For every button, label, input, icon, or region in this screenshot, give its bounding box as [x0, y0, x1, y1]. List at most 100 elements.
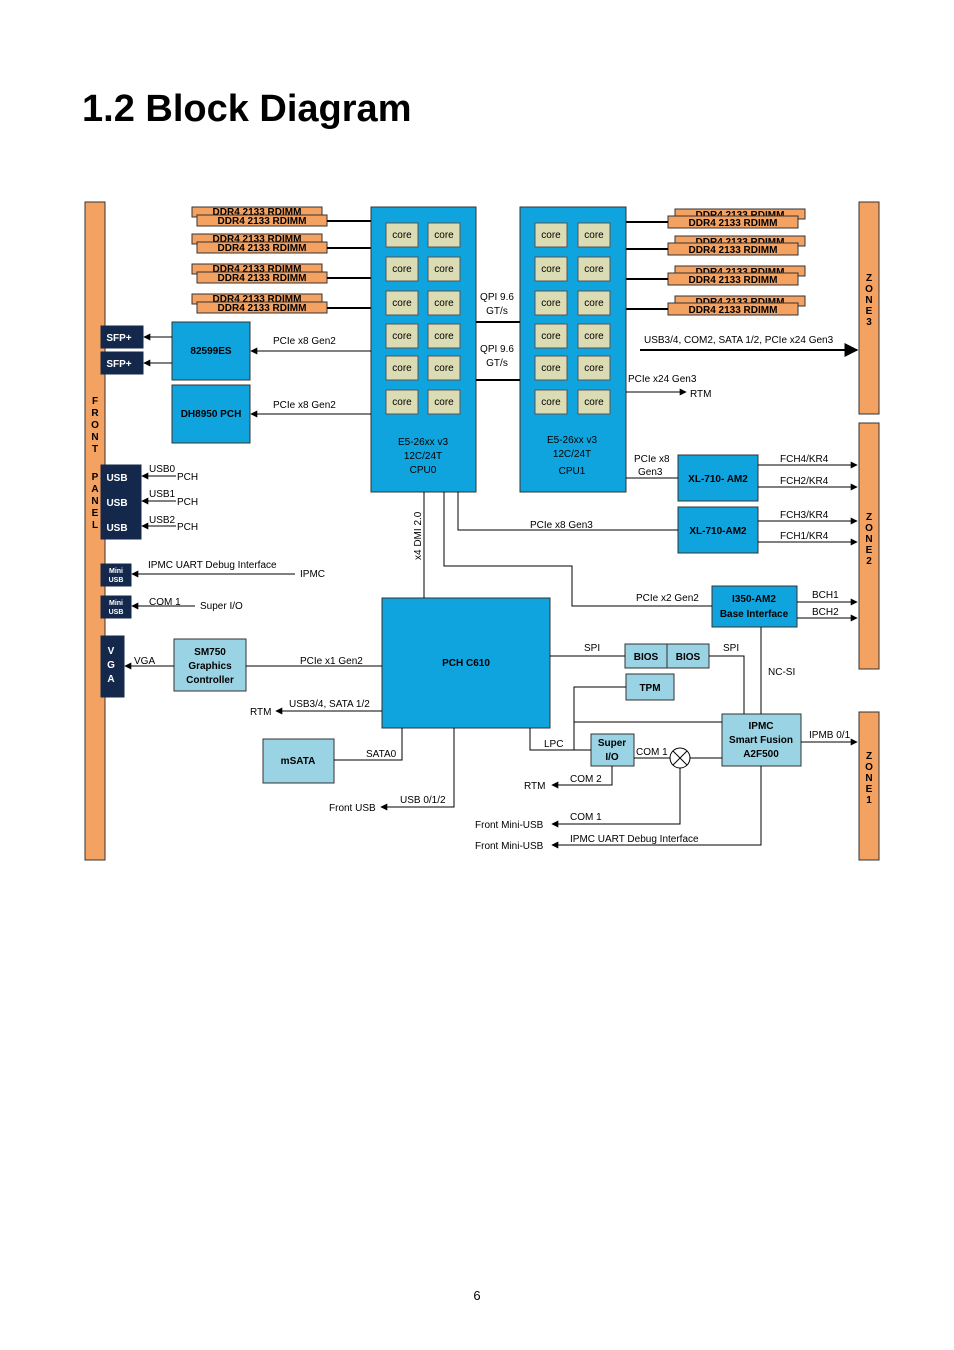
svg-text:XL-710-AM2: XL-710-AM2	[689, 526, 747, 537]
svg-text:Mini: Mini	[109, 600, 123, 607]
dimm-group-cpu1: DDR4 2133 RDIMM DDR4 2133 RDIMM DDR4 213…	[626, 208, 806, 316]
svg-text:DDR4 2133 RDIMM: DDR4 2133 RDIMM	[218, 216, 307, 227]
svg-text:core: core	[434, 230, 454, 241]
pch-c610: PCH C610	[381, 597, 551, 729]
svg-text:core: core	[392, 264, 412, 275]
svg-text:core: core	[434, 298, 454, 309]
qpi-links: QPI 9.6 GT/s QPI 9.6 GT/s	[476, 292, 520, 381]
svg-text:USB0: USB0	[149, 464, 176, 475]
svg-text:SM750: SM750	[194, 647, 226, 658]
svg-text:PCIe x1 Gen2: PCIe x1 Gen2	[300, 656, 363, 667]
svg-text:core: core	[584, 331, 604, 342]
svg-text:PCIe x2 Gen2: PCIe x2 Gen2	[636, 593, 699, 604]
svg-text:RTM: RTM	[690, 389, 711, 400]
labels: PCIe x8 Gen2 PCIe x8 Gen2 USB3/4, COM2, …	[134, 335, 851, 852]
svg-text:DDR4 2133 RDIMM: DDR4 2133 RDIMM	[218, 243, 307, 254]
svg-text:QPI 9.6: QPI 9.6	[480, 344, 514, 355]
nic-82599es: 82599ES	[171, 321, 251, 381]
cpu0-block: core core core core core core core core …	[370, 206, 477, 493]
svg-text:USB3/4, COM2, SATA 1/2, PCIe: USB3/4, COM2, SATA 1/2, PCIe x24 Gen3	[644, 335, 834, 346]
bios-chip-2: BIOS	[666, 643, 710, 669]
svg-text:USB: USB	[106, 523, 127, 534]
svg-text:core: core	[392, 230, 412, 241]
svg-text:core: core	[584, 363, 604, 374]
svg-text:mSATA: mSATA	[281, 756, 316, 767]
svg-text:PCIe x8 Gen2: PCIe x8 Gen2	[273, 336, 336, 347]
bios-chip-1: BIOS	[624, 643, 668, 669]
svg-text:FCH1/KR4: FCH1/KR4	[780, 531, 829, 542]
svg-text:SFP+: SFP+	[106, 359, 131, 370]
svg-text:core: core	[541, 230, 561, 241]
svg-text:COM 1: COM 1	[570, 812, 602, 823]
svg-text:COM 2: COM 2	[570, 774, 602, 785]
svg-text:core: core	[584, 397, 604, 408]
svg-text:DDR4 2133 RDIMM: DDR4 2133 RDIMM	[218, 273, 307, 284]
svg-text:core: core	[434, 397, 454, 408]
page-number: 6	[473, 1288, 481, 1303]
svg-text:core: core	[392, 363, 412, 374]
svg-text:core: core	[434, 264, 454, 275]
svg-text:core: core	[392, 331, 412, 342]
svg-text:BIOS: BIOS	[676, 652, 701, 663]
usb-port-2: USB	[100, 489, 142, 515]
svg-text:BCH2: BCH2	[812, 607, 839, 618]
svg-text:DDR4 2133 RDIMM: DDR4 2133 RDIMM	[689, 218, 778, 229]
dh8950-pch: DH8950 PCH	[171, 384, 251, 444]
svg-text:VGA: VGA	[107, 646, 115, 685]
svg-text:PCH: PCH	[177, 522, 198, 533]
dimm-group-cpu0: DDR4 2133 RDIMM DDR4 2133 RDIMM DDR4 213…	[191, 206, 371, 314]
svg-text:XL-710- AM2: XL-710- AM2	[688, 474, 748, 485]
svg-text:DDR4 2133 RDIMM: DDR4 2133 RDIMM	[218, 303, 307, 314]
svg-text:core: core	[434, 331, 454, 342]
svg-text:PCH: PCH	[177, 497, 198, 508]
svg-text:core: core	[541, 264, 561, 275]
svg-text:SPI: SPI	[723, 643, 739, 654]
sfp-port-2: SFP+	[100, 351, 144, 375]
svg-text:core: core	[392, 298, 412, 309]
svg-text:VGA: VGA	[134, 656, 155, 667]
svg-text:TPM: TPM	[639, 683, 660, 694]
svg-text:DDR4 2133 RDIMM: DDR4 2133 RDIMM	[689, 305, 778, 316]
svg-text:USB: USB	[109, 577, 124, 584]
uart-mux-symbol	[669, 747, 691, 769]
tpm-chip: TPM	[625, 673, 675, 701]
svg-text:I350-AM2: I350-AM2	[732, 594, 776, 605]
svg-text:12C/24T: 12C/24T	[404, 451, 442, 462]
svg-text:Front Mini-USB: Front Mini-USB	[475, 820, 544, 831]
svg-text:DDR4 2133 RDIMM: DDR4 2133 RDIMM	[213, 294, 302, 305]
svg-text:BCH1: BCH1	[812, 590, 839, 601]
svg-text:USB: USB	[106, 498, 127, 509]
svg-text:GT/s: GT/s	[486, 358, 508, 369]
svg-text:SATA0: SATA0	[366, 749, 397, 760]
svg-text:DDR4 2133 RDIMM: DDR4 2133 RDIMM	[689, 275, 778, 286]
svg-text:core: core	[392, 397, 412, 408]
connections	[124, 333, 859, 849]
svg-text:PCH: PCH	[177, 472, 198, 483]
svg-text:Base Interface: Base Interface	[720, 609, 789, 620]
svg-text:82599ES: 82599ES	[190, 346, 231, 357]
svg-text:FCH3/KR4: FCH3/KR4	[780, 510, 829, 521]
svg-text:BIOS: BIOS	[634, 652, 659, 663]
svg-text:IPMC: IPMC	[749, 721, 774, 732]
page-heading: 1.2 Block Diagram	[82, 88, 412, 130]
svg-text:DDR4 2133 RDIMM: DDR4 2133 RDIMM	[213, 234, 302, 245]
svg-text:FCH4/KR4: FCH4/KR4	[780, 454, 829, 465]
svg-text:x4 DMI 2.0: x4 DMI 2.0	[413, 511, 424, 560]
svg-text:DDR4 2133 RDIMM: DDR4 2133 RDIMM	[689, 245, 778, 256]
sm750-graphics: SM750 Graphics Controller	[173, 638, 247, 692]
svg-text:Mini: Mini	[109, 568, 123, 575]
svg-text:USB: USB	[106, 473, 127, 484]
svg-text:NC-SI: NC-SI	[768, 667, 795, 678]
svg-text:RTM: RTM	[250, 707, 271, 718]
svg-text:12C/24T: 12C/24T	[553, 449, 591, 460]
svg-text:LPC: LPC	[544, 739, 563, 750]
svg-text:core: core	[541, 397, 561, 408]
svg-text:FCH2/KR4: FCH2/KR4	[780, 476, 829, 487]
xl710-nic-a: XL-710- AM2	[677, 454, 759, 502]
svg-text:USB2: USB2	[149, 515, 176, 526]
